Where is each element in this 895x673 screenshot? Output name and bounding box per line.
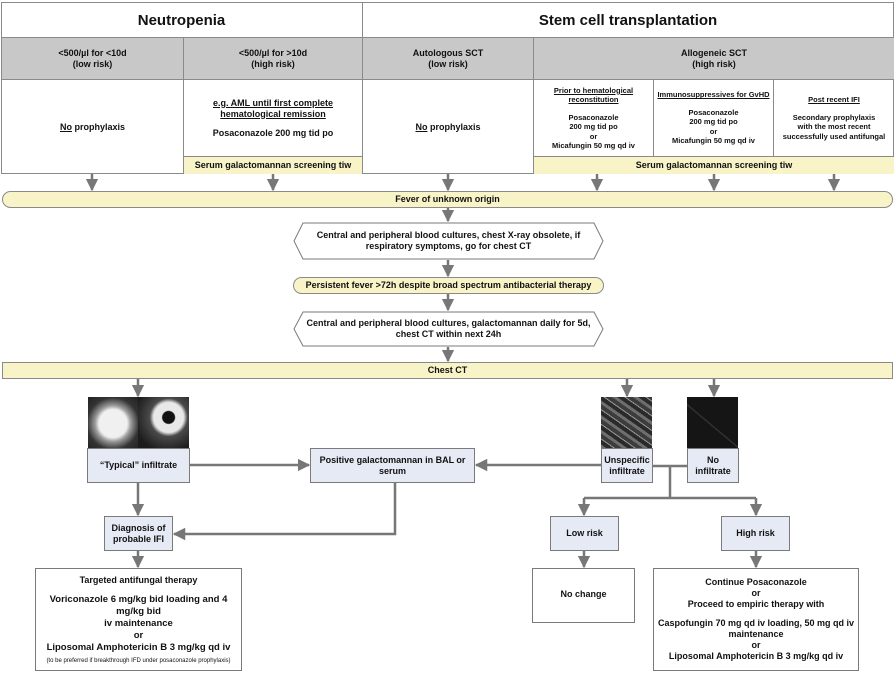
- cell-allo-gvhd: Immunosuppressives for GvHD Posaconazole…: [653, 80, 773, 156]
- label: Autologous SCT: [412, 47, 484, 58]
- line: Continue Posaconazole: [705, 577, 807, 587]
- persistent-fever: Persistent fever >72h despite broad spec…: [293, 277, 604, 294]
- line: Central and peripheral blood cultures, g…: [306, 318, 591, 328]
- line: chest CT within next 24h: [395, 329, 502, 339]
- cell-allo-post-ifi: Post recent IFI Secondary prophylaxis wi…: [773, 80, 894, 156]
- step2-text: Central and peripheral blood cultures, g…: [300, 311, 597, 347]
- or: or: [133, 629, 144, 641]
- col-header-low-neutropenia: <500/µl for <10d (low risk): [2, 37, 183, 80]
- line: No: [707, 454, 719, 465]
- ct-image-unspecific: [601, 397, 652, 448]
- or: or: [709, 126, 718, 136]
- cell-allo-prior-reconstitution: Prior to hematological reconstitution Po…: [533, 80, 653, 156]
- line: Unspecific: [604, 454, 650, 465]
- note: (to be preferred if breakthrough IFD und…: [46, 657, 231, 664]
- step1-text: Central and peripheral blood cultures, c…: [300, 222, 597, 260]
- cell-high-neutropenia: e.g. AML until first complete hematologi…: [183, 80, 362, 156]
- dose: 200 mg tid po: [569, 122, 618, 131]
- sub-title: Prior to hematological reconstitution: [553, 85, 634, 105]
- positive-galactomannan-box: Positive galactomannan in BAL or serum: [310, 448, 475, 483]
- voriconazole-line: iv maintenance: [104, 617, 173, 629]
- label: (high risk): [692, 58, 736, 69]
- label: <500/µl for <10d: [58, 47, 127, 58]
- high-risk-therapy-box: Continue Posaconazole or Proceed to empi…: [653, 568, 859, 671]
- col-header-high-neutropenia: <500/µl for >10d (high risk): [183, 37, 362, 80]
- fever-unknown-origin: Fever of unknown origin: [2, 191, 893, 208]
- col-header-allogeneic-sct: Allogeneic SCT (high risk): [533, 37, 894, 80]
- title: Targeted antifungal therapy: [79, 574, 198, 585]
- text: successfully used antifungal: [782, 131, 886, 141]
- text: with the most recent: [797, 122, 871, 131]
- step1-hexagon: [293, 222, 604, 260]
- or: or: [751, 588, 761, 598]
- step2-hexagon: [293, 311, 604, 347]
- line: Proceed to empiric therapy with: [687, 599, 825, 609]
- ct-image-typical-nodule: [88, 397, 138, 448]
- alt-drug: Micafungin 50 mg qd iv: [552, 141, 635, 150]
- high-risk-box: High risk: [721, 516, 790, 551]
- targeted-therapy-box: Targeted antifungal therapy Voriconazole…: [35, 568, 242, 671]
- drug: Posaconazole: [568, 112, 619, 122]
- cell-low-neutropenia: No prophylaxis: [2, 80, 183, 174]
- typical-infiltrate-box: “Typical” infiltrate: [87, 448, 190, 483]
- caspofungin-line: Caspofungin 70 mg qd iv loading, 50 mg q…: [657, 618, 855, 628]
- unspecific-infiltrate-box: Unspecific infiltrate: [601, 448, 653, 483]
- label: No prophylaxis: [60, 122, 125, 133]
- ct-image-no-infiltrate: [687, 397, 738, 448]
- label: No change: [560, 589, 607, 599]
- prophylaxis-table: [1, 2, 894, 174]
- amphotericin-line: Liposomal Amphotericin B 3 mg/kg qd iv: [46, 641, 231, 653]
- ct-image-typical-cavity: [138, 397, 189, 448]
- screening-allogeneic: Serum galactomannan screening tiw: [533, 156, 894, 174]
- voriconazole-line: Voriconazole 6 mg/kg bid loading and 4 m…: [49, 593, 228, 617]
- line: respiratory symptoms, go for chest CT: [365, 241, 532, 251]
- sub-title: Immunosuppressives for GvHD: [657, 90, 770, 100]
- col-header-autologous-sct: Autologous SCT (low risk): [362, 37, 533, 80]
- header-stem-cell-transplantation: Stem cell transplantation: [362, 3, 893, 37]
- or: or: [589, 131, 598, 141]
- chest-ct-bar: Chest CT: [2, 362, 893, 379]
- amphotericin-line: Liposomal Amphotericin B 3 mg/kg qd iv: [668, 651, 844, 661]
- no-infiltrate-box: No infiltrate: [687, 448, 739, 483]
- header-neutropenia: Neutropenia: [137, 11, 226, 29]
- screening-neutropenia: Serum galactomannan screening tiw: [183, 156, 362, 174]
- line: infiltrate: [695, 465, 731, 476]
- no-text: No: [59, 121, 72, 132]
- text: Secondary prophylaxis: [792, 112, 876, 122]
- line: maintenance: [728, 629, 784, 639]
- posaconazole-regimen: Posaconazole 200 mg tid po: [212, 127, 334, 138]
- label: (high risk): [251, 58, 295, 69]
- label: <500/µl for >10d: [238, 47, 308, 58]
- drug: Posaconazole: [688, 107, 739, 117]
- cell-autologous-sct: No prophylaxis: [362, 80, 533, 174]
- no-text: No: [415, 121, 428, 132]
- prophylaxis-text: prophylaxis: [71, 121, 125, 132]
- line: Central and peripheral blood cultures, c…: [316, 230, 581, 240]
- arrow: [172, 483, 397, 541]
- line: probable IFI: [112, 533, 164, 544]
- line: Diagnosis of: [111, 522, 166, 533]
- diagnosis-probable-ifi-box: Diagnosis of probable IFI: [104, 516, 173, 551]
- label: (low risk): [72, 58, 113, 69]
- dose: 200 mg tid po: [689, 117, 738, 127]
- no-change-box: No change: [532, 568, 635, 623]
- sub-title: Post recent IFI: [808, 95, 860, 104]
- label: Allogeneic SCT: [680, 47, 747, 58]
- or: or: [751, 640, 761, 650]
- aml-condition: e.g. AML until first complete hematologi…: [212, 97, 333, 119]
- alt-drug: Micafungin 50 mg qd iv: [672, 136, 755, 146]
- line: infiltrate: [609, 465, 645, 476]
- prophylaxis-text: prophylaxis: [427, 121, 481, 132]
- label: (low risk): [428, 58, 468, 69]
- low-risk-box: Low risk: [550, 516, 619, 551]
- label: No prophylaxis: [415, 122, 480, 133]
